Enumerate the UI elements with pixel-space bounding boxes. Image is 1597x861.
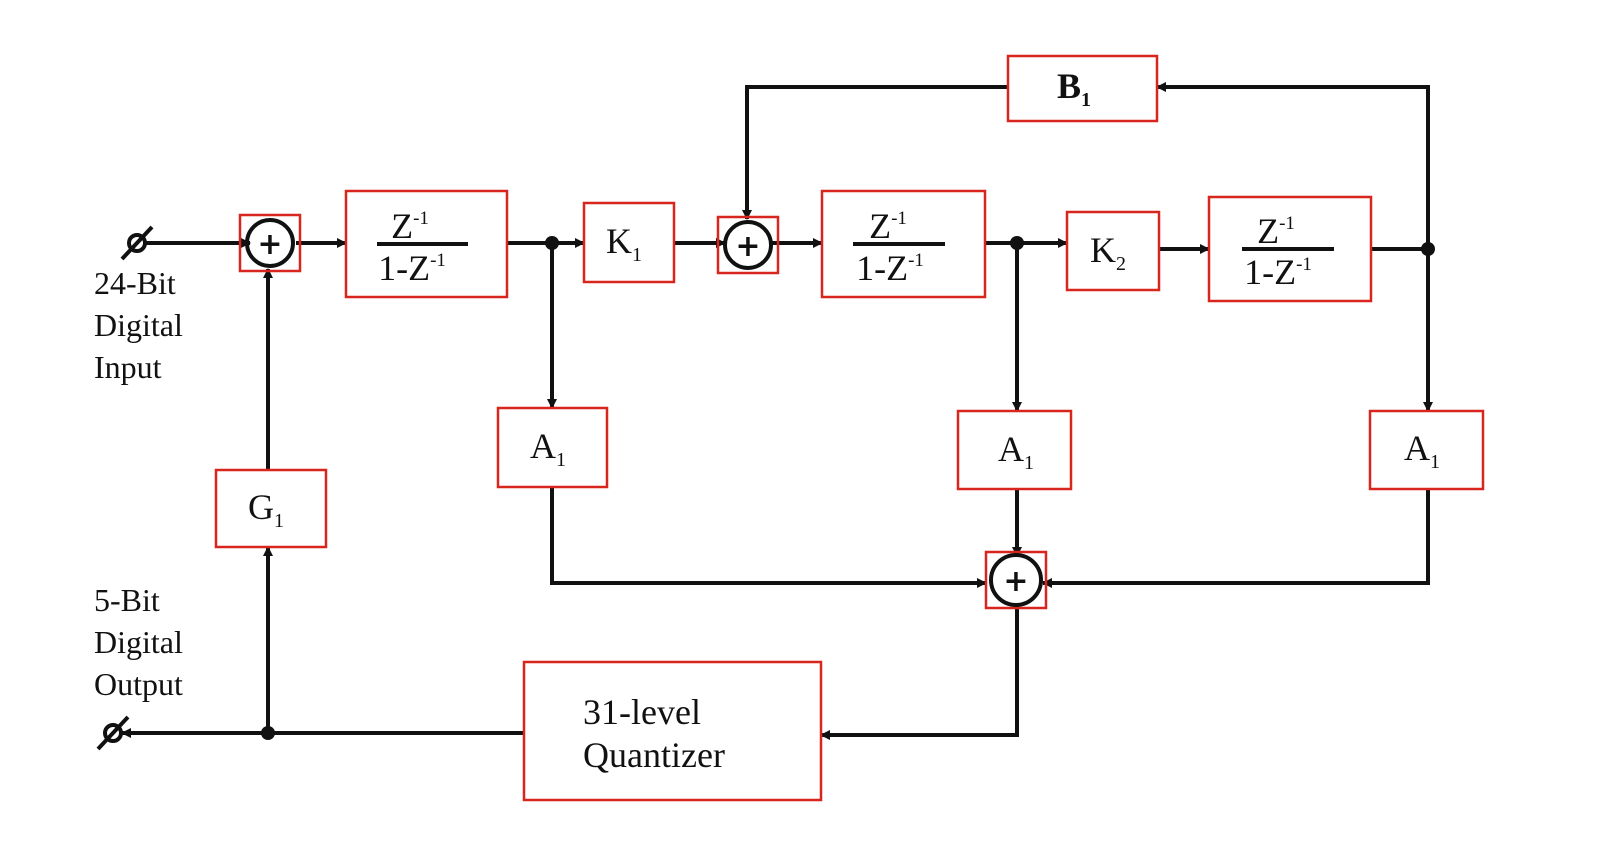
plus-sign: + (1003, 564, 1028, 599)
output-label-line1: 5-Bit (94, 582, 160, 618)
input-label-line2: Digital (94, 307, 183, 343)
quantizer-label-line2: Quantizer (583, 735, 725, 775)
input-terminal (120, 225, 154, 261)
integrator-block-3: Z-1 1-Z-1 (1207, 195, 1373, 303)
integrator-block-1: Z-1 1-Z-1 (344, 189, 509, 299)
junction-dot (261, 726, 275, 740)
plus-sign: + (257, 227, 282, 262)
svg-text:Z-1: Z-1 (391, 206, 429, 246)
gain-block-g1: G1 (214, 468, 328, 549)
summer-output: + (984, 550, 1048, 610)
gain-block-k1: K1 (582, 201, 676, 284)
gain-block-a1-right: A1 (1368, 409, 1485, 491)
svg-text:A1: A1 (998, 429, 1034, 474)
gain-block-a1-middle: A1 (956, 409, 1073, 491)
output-label-line2: Digital (94, 624, 183, 660)
input-label-line3: Input (94, 349, 162, 385)
gain-block-k2: K2 (1065, 210, 1161, 292)
input-label-line1: 24-Bit (94, 265, 176, 301)
svg-text:A1: A1 (530, 426, 566, 471)
wire-a1-left-to-sum3 (550, 487, 987, 588)
svg-text:K2: K2 (1090, 230, 1126, 275)
svg-text:1-Z-1: 1-Z-1 (378, 248, 446, 288)
gain-block-a1-left: A1 (496, 406, 609, 489)
output-label: 5-Bit Digital Output (94, 582, 183, 702)
svg-text:K1: K1 (606, 221, 642, 266)
summer-middle: + (716, 215, 780, 275)
wire-b1-to-sum2 (742, 85, 1008, 220)
output-label-line3: Output (94, 666, 183, 702)
junction-dot (1010, 236, 1024, 250)
svg-text:Z-1: Z-1 (869, 206, 907, 246)
wire-a1-right-to-sum3 (1042, 489, 1430, 588)
quantizer-label-line1: 31-level (583, 692, 701, 732)
svg-text:B1: B1 (1057, 66, 1091, 111)
junction-dot (545, 236, 559, 250)
gain-block-b1: B1 (1006, 54, 1159, 123)
svg-text:A1: A1 (1404, 428, 1440, 473)
plus-sign: + (735, 229, 760, 264)
quantizer-block: 31-level Quantizer (522, 660, 823, 802)
junction-dot (1421, 242, 1435, 256)
svg-text:G1: G1 (248, 487, 284, 532)
svg-text:1-Z-1: 1-Z-1 (1244, 252, 1312, 292)
summer-input: + (238, 213, 302, 273)
input-label: 24-Bit Digital Input (94, 265, 183, 385)
wire-feedback-b1 (1156, 82, 1430, 249)
svg-text:Z-1: Z-1 (1257, 211, 1295, 251)
integrator-block-2: Z-1 1-Z-1 (820, 189, 987, 299)
wire-sum3-to-quantizer (820, 606, 1019, 740)
svg-text:1-Z-1: 1-Z-1 (856, 248, 924, 288)
